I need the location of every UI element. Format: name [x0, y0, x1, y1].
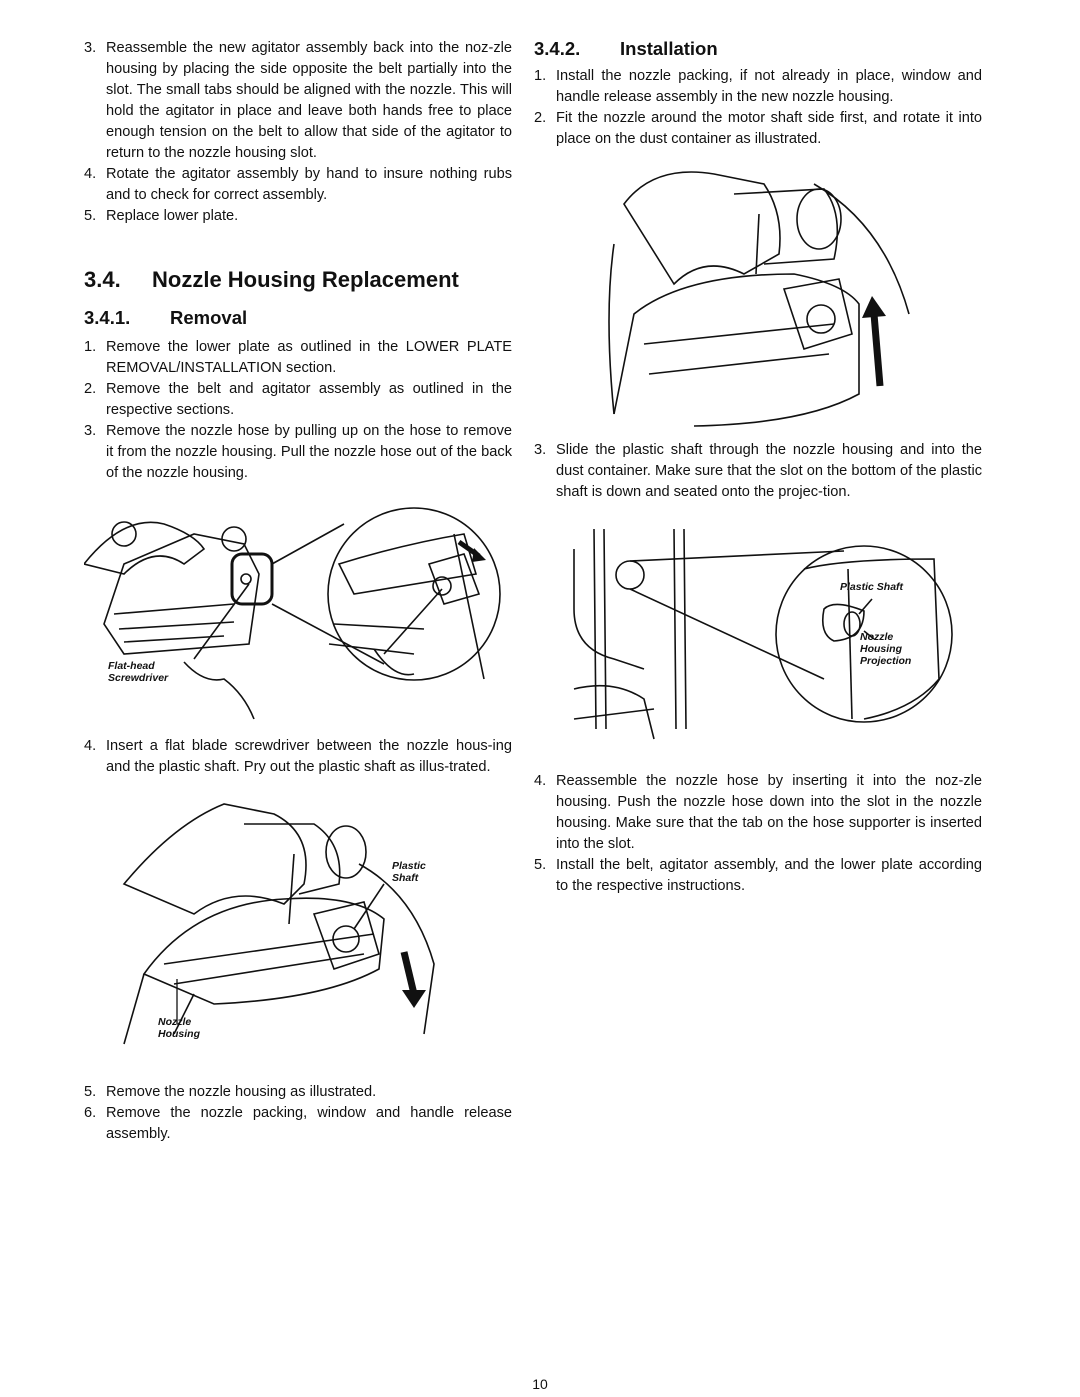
step-item: 5. Install the belt, agitator assembly, a… [534, 855, 982, 897]
step-text: Fit the nozzle around the motor shaft si… [556, 110, 982, 147]
figure-screwdriver: Flat-head Screwdriver [84, 504, 512, 726]
removal-title: Removal [170, 307, 248, 328]
section-number: 3.4. [84, 267, 121, 292]
step-item: 4. Insert a flat blade screwdriver betwee… [84, 736, 512, 778]
page-number: 10 [532, 1376, 548, 1392]
intro-steps: 3. Reassemble the new agitator assembly b… [84, 38, 512, 227]
step-number: 1. [534, 68, 547, 84]
step-text: Reassemble the nozzle hose by inserting … [556, 773, 982, 852]
fig4-plastic-shaft-label: Plastic Shaft [840, 581, 904, 593]
step-number: 2. [84, 381, 97, 397]
step-item: 1. Install the nozzle packing, if not alr… [534, 66, 982, 108]
plastic-shaft-label: Plastic Shaft [392, 860, 426, 884]
install-steps-b: 3. Slide the plastic shaft through the no… [534, 440, 982, 503]
nozzle-housing-label-line2: Housing [158, 1028, 200, 1040]
rotate-nozzle-illustration [608, 171, 910, 427]
plastic-shaft-illustration [122, 803, 435, 1045]
plastic-shaft-label-line1: Plastic [392, 860, 426, 872]
projection-label-line3: Projection [860, 655, 912, 667]
step-text: Install the nozzle packing, if not alrea… [556, 68, 982, 105]
section-heading: 3.4. Nozzle Housing Replacement [84, 267, 512, 293]
projection-label-line1: Nozzle [860, 631, 894, 643]
step-item: 2. Remove the belt and agitator assembly … [84, 379, 512, 421]
removal-number: 3.4.1. [84, 307, 131, 328]
step-item: 5. Remove the nozzle housing as illustrat… [84, 1082, 512, 1103]
step-number: 6. [84, 1105, 97, 1121]
step-item: 6. Remove the nozzle packing, window and … [84, 1103, 512, 1145]
step-number: 3. [84, 40, 97, 56]
screwdriver-illustration [84, 507, 501, 720]
step-item: 4. Rotate the agitator assembly by hand t… [84, 164, 512, 206]
step-text: Remove the nozzle housing as illustrated… [106, 1084, 377, 1100]
figure-plastic-shaft: Plastic Shaft Nozzle Housing [84, 794, 512, 1054]
step-number: 2. [534, 110, 547, 126]
flat-head-label: Flat-head Screwdriver [108, 660, 168, 684]
flat-head-label-line1: Flat-head [108, 660, 155, 672]
step-number: 5. [84, 208, 97, 224]
step-item: 4. Reassemble the nozzle hose by insertin… [534, 771, 982, 855]
step-text: Remove the belt and agitator assembly as… [106, 381, 512, 418]
step-number: 5. [84, 1084, 97, 1100]
step-text: Insert a flat blade screwdriver between … [106, 738, 512, 775]
step-text: Slide the plastic shaft through the nozz… [556, 442, 982, 500]
removal-steps-a: 1. Remove the lower plate as outlined in … [84, 337, 512, 484]
projection-label-line2: Housing [860, 643, 902, 655]
step-item: 3. Reassemble the new agitator assembly b… [84, 38, 512, 164]
step-item: 3. Slide the plastic shaft through the no… [534, 440, 982, 503]
step-number: 4. [84, 738, 97, 754]
step-text: Install the belt, agitator assembly, and… [556, 857, 982, 894]
step-number: 5. [534, 857, 547, 873]
step-item: 5. Replace lower plate. [84, 206, 512, 227]
figure-rotate-nozzle [534, 164, 982, 432]
step-text: Remove the nozzle packing, window and ha… [106, 1105, 512, 1142]
step-item: 2. Fit the nozzle around the motor shaft … [534, 108, 982, 150]
step-text: Reassemble the new agitator assembly bac… [106, 40, 512, 161]
nozzle-housing-label: Nozzle Housing [158, 1016, 200, 1040]
removal-steps-b: 4. Insert a flat blade screwdriver betwee… [84, 736, 512, 778]
removal-steps-c: 5. Remove the nozzle housing as illustrat… [84, 1082, 512, 1145]
nozzle-housing-projection-label: Nozzle Housing Projection [860, 631, 911, 667]
nozzle-housing-label-line1: Nozzle [158, 1016, 192, 1028]
step-text: Rotate the agitator assembly by hand to … [106, 166, 512, 203]
flat-head-label-line2: Screwdriver [108, 672, 169, 684]
step-text: Remove the nozzle hose by pulling up on … [106, 423, 512, 481]
step-number: 3. [84, 423, 97, 439]
install-steps-a: 1. Install the nozzle packing, if not alr… [534, 66, 982, 150]
projection-illustration [573, 529, 953, 740]
installation-title: Installation [620, 38, 718, 59]
step-number: 4. [534, 773, 547, 789]
step-number: 3. [534, 442, 547, 458]
installation-number: 3.4.2. [534, 38, 581, 59]
section-title: Nozzle Housing Replacement [152, 267, 459, 292]
removal-heading: 3.4.1. Removal [84, 307, 512, 329]
step-text: Remove the lower plate as outlined in th… [106, 339, 512, 376]
right-column: 3.4.2. Installation 1.Install the nozzle… [534, 38, 982, 897]
install-steps-c: 4. Reassemble the nozzle hose by insertin… [534, 771, 982, 897]
step-text: Replace lower plate. [106, 208, 239, 224]
left-column: 3. Reassemble the new agitator assembly b… [84, 38, 512, 1145]
step-item: 1. Remove the lower plate as outlined in … [84, 337, 512, 379]
plastic-shaft-label-line2: Shaft [392, 872, 419, 884]
step-number: 1. [84, 339, 97, 355]
figure-projection: Plastic Shaft Nozzle Housing Projection [534, 529, 982, 751]
step-item: 3. Remove the nozzle hose by pulling up o… [84, 421, 512, 484]
installation-heading: 3.4.2. Installation [534, 38, 982, 60]
step-number: 4. [84, 166, 97, 182]
